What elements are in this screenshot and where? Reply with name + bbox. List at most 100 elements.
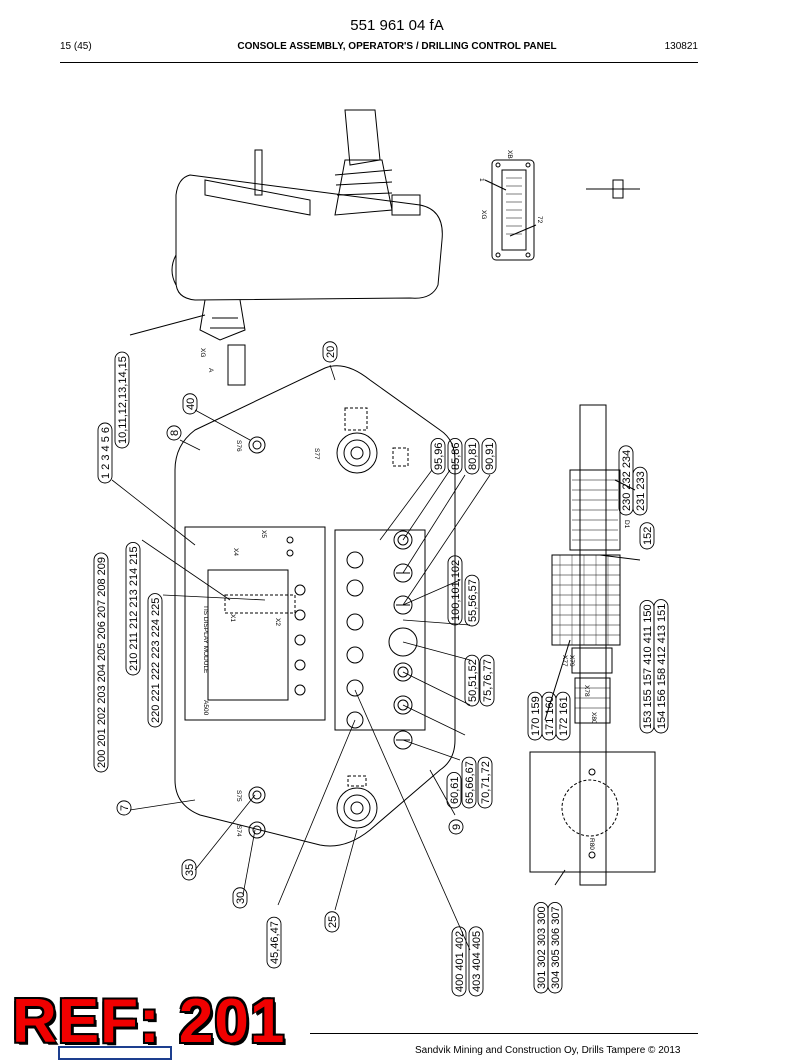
label-x79: X79	[568, 655, 575, 667]
callout-c-9: 9	[448, 819, 464, 835]
callout-label: 230 232 234	[621, 450, 633, 511]
callout-c-170: 170 159	[527, 691, 543, 741]
page-title: CONSOLE ASSEMBLY, OPERATOR'S / DRILLING …	[237, 41, 557, 52]
document-date: 130821	[664, 41, 698, 52]
callout-label: 55,56,57	[467, 579, 479, 622]
callout-balloon	[464, 574, 480, 627]
label-d1: D1	[623, 520, 630, 529]
label-xg-connector: XG	[480, 210, 487, 219]
callout-label: 220 221 222 223 224 225	[150, 598, 162, 723]
label-pin1: 1	[478, 178, 485, 182]
callout-balloon	[232, 887, 248, 909]
label-pin72: 72	[536, 216, 543, 224]
callout-label: 231 233	[635, 471, 647, 511]
callout-label: 30	[235, 892, 247, 904]
callout-balloon	[481, 438, 497, 475]
callout-c-25: 25	[324, 911, 340, 933]
label-s77: S77	[313, 448, 320, 460]
label-x4: X4	[232, 548, 239, 556]
callout-balloon	[266, 916, 282, 969]
callout-c-90: 90,91	[481, 438, 497, 475]
callout-label: 40	[185, 398, 197, 410]
callout-balloon	[446, 772, 462, 809]
label-a500: A500	[202, 700, 209, 716]
callout-label: 171 160	[544, 696, 556, 736]
callout-balloon	[322, 341, 338, 363]
callout-balloon	[653, 599, 669, 734]
callout-label: 60,61	[449, 776, 461, 804]
callout-c-153: 153 155 157 410 411 150	[639, 599, 655, 734]
callout-balloon	[632, 466, 648, 516]
callout-label: 301 302 303 300	[536, 906, 548, 989]
callout-balloon	[114, 351, 130, 449]
callout-c-231: 231 233	[632, 466, 648, 516]
label-x1: X1	[229, 614, 236, 622]
panel-text: X4 X5 XG A X1 X2 TIS DISPLAY MODULE A500…	[199, 150, 630, 850]
callout-label: 172 161	[558, 696, 570, 736]
callout-label: 90,91	[484, 442, 496, 470]
label-x5: X5	[260, 530, 267, 538]
callout-label: 25	[327, 916, 339, 928]
callout-c-80: 80,81	[464, 438, 480, 475]
label-s75: S75	[235, 790, 242, 802]
callout-c-20: 20	[322, 341, 338, 363]
callout-label: 50,51,52	[467, 659, 479, 702]
callout-balloon	[464, 654, 480, 707]
callout-label: 9	[451, 824, 463, 830]
label-a: A	[207, 368, 214, 373]
callout-balloon	[547, 901, 563, 994]
label-x80: X80	[590, 712, 597, 724]
page-count: 15 (45)	[60, 41, 92, 52]
callout-balloon	[639, 522, 655, 550]
callout-balloon	[448, 819, 464, 835]
callout-c-220: 220 221 222 223 224 225	[147, 593, 163, 728]
reference-stamp: REF: 201	[12, 987, 286, 1056]
callout-label: 152	[642, 527, 654, 545]
callout-label: 35	[184, 864, 196, 876]
callout-c-55: 55,56,57	[464, 574, 480, 627]
callout-label: 70,71,72	[480, 761, 492, 804]
callout-c-75: 75,76,77	[479, 654, 495, 707]
callout-c-60: 60,61	[446, 772, 462, 809]
callout-label: 75,76,77	[482, 659, 494, 702]
callout-c-8: 8	[166, 425, 182, 441]
callout-balloon	[147, 593, 163, 728]
callout-c-172: 172 161	[555, 691, 571, 741]
callout-balloon	[451, 926, 467, 997]
callout-label: 65,66,67	[464, 761, 476, 804]
callout-c-7: 7	[116, 800, 132, 816]
callout-balloon	[447, 438, 463, 475]
label-xb: XB	[506, 150, 513, 159]
connector-xg	[484, 159, 537, 261]
callout-balloon	[93, 552, 109, 773]
callout-balloon	[324, 911, 340, 933]
callout-label: 10,11,12,13,14,15	[117, 356, 129, 444]
callout-balloon	[479, 654, 495, 707]
callout-c-50: 50,51,52	[464, 654, 480, 707]
callout-c-95: 95,96	[430, 438, 446, 475]
callout-balloon	[181, 859, 197, 881]
label-display: TIS DISPLAY MODULE	[202, 605, 209, 674]
callout-label: 400 401 402	[454, 931, 466, 992]
callout-c-45: 45,46,47	[266, 916, 282, 969]
label-x2: X2	[274, 618, 281, 626]
callout-label: 1 2 3 4 5 6	[100, 427, 112, 479]
callout-label: 210 211 212 213 214 215	[128, 546, 140, 671]
callout-label: 95,96	[433, 442, 445, 470]
callout-balloon	[555, 691, 571, 741]
callout-c-30: 30	[232, 887, 248, 909]
callout-c-301: 301 302 303 300	[533, 901, 549, 994]
callout-label: 403 404 405	[471, 931, 483, 992]
label-xg: XG	[199, 348, 206, 357]
callout-c-152: 152	[639, 522, 655, 550]
callout-label: 170 159	[530, 696, 542, 736]
label-s74: S74	[235, 825, 242, 837]
callout-label: 8	[169, 430, 181, 436]
callout-label: 45,46,47	[269, 921, 281, 964]
callout-balloon	[477, 756, 493, 809]
callout-label: 85,86	[450, 442, 462, 470]
callout-c-171: 171 160	[541, 691, 557, 741]
callout-balloon	[166, 425, 182, 441]
